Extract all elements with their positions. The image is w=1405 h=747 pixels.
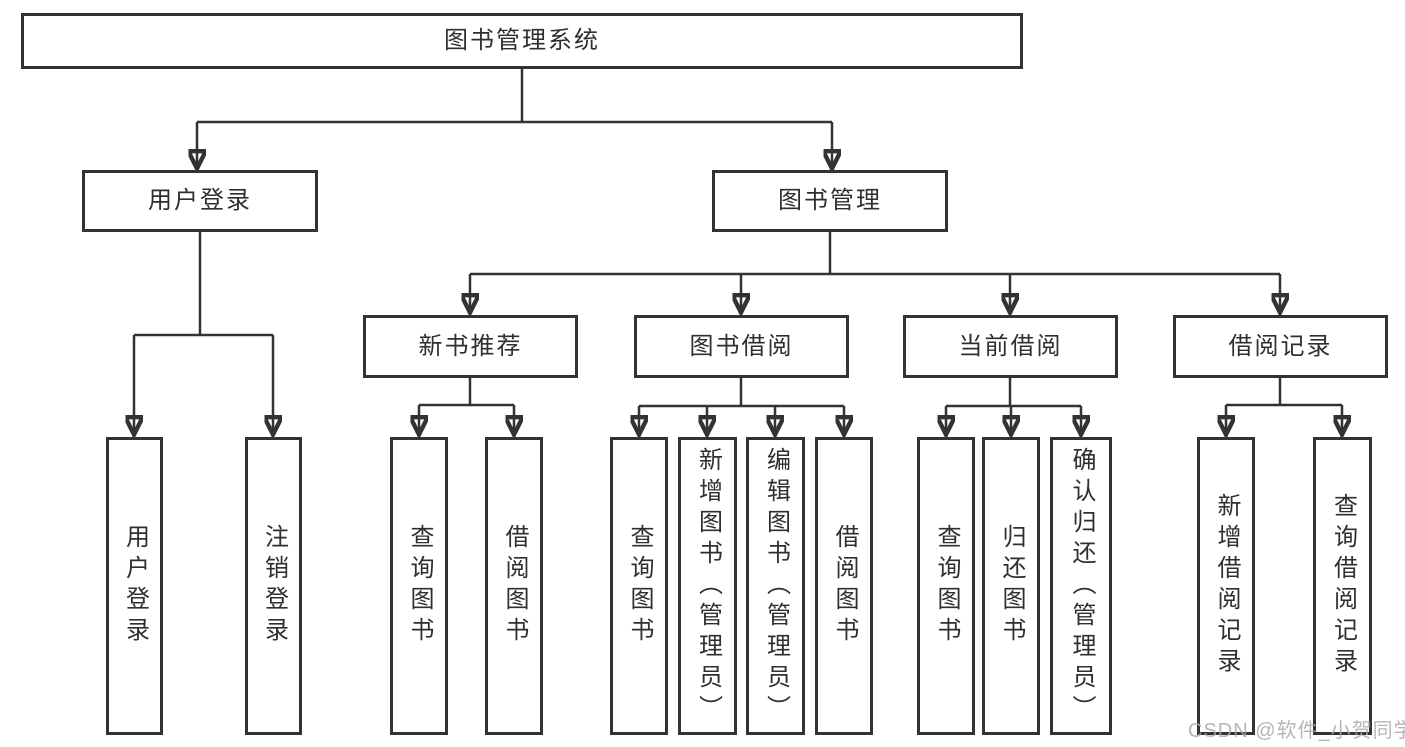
leaf-confirm-return-admin-label: 确认归还（管理员） — [1068, 446, 1095, 726]
node-root: 图书管理系统 — [21, 13, 1023, 69]
node-user-login-label: 用户登录 — [148, 187, 252, 215]
leaf-borrow-books: 借阅图书 — [815, 437, 873, 735]
connector-book-borrow-to-leaves — [639, 378, 844, 432]
leaf-borrow-books-label: 借阅图书 — [831, 524, 858, 648]
node-book-management-label: 图书管理 — [778, 187, 882, 215]
node-new-book-recommend-label: 新书推荐 — [418, 332, 523, 360]
connector-new-book-to-leaves — [419, 378, 514, 432]
leaf-logout: 注销登录 — [245, 437, 302, 735]
leaf-edit-books-admin-label: 编辑图书（管理员） — [762, 446, 790, 726]
leaf-query-books-current-label: 查询图书 — [933, 524, 960, 648]
connector-book-management-to-level3 — [470, 232, 1280, 310]
leaf-logout-label: 注销登录 — [260, 524, 288, 648]
leaf-return-books-label: 归还图书 — [998, 524, 1025, 648]
leaf-add-books-admin-label: 新增图书（管理员） — [694, 446, 722, 726]
node-book-borrow-label: 图书借阅 — [689, 332, 794, 360]
connector-root-to-level2 — [197, 69, 832, 166]
connector-user-login-to-leaves — [134, 232, 273, 432]
leaf-borrow-books-recommend: 借阅图书 — [485, 437, 543, 735]
leaf-borrow-books-recommend-label: 借阅图书 — [501, 524, 528, 648]
leaf-query-books-recommend-label: 查询图书 — [406, 524, 433, 648]
leaf-query-books-recommend: 查询图书 — [390, 437, 448, 735]
node-book-borrow: 图书借阅 — [634, 315, 849, 378]
leaf-confirm-return-admin: 确认归还（管理员） — [1050, 437, 1112, 735]
node-borrow-record-label: 借阅记录 — [1228, 332, 1333, 360]
node-new-book-recommend: 新书推荐 — [363, 315, 578, 378]
leaf-user-login: 用户登录 — [106, 437, 163, 735]
leaf-add-borrow-record: 新增借阅记录 — [1197, 437, 1255, 735]
leaf-query-borrow-record: 查询借阅记录 — [1313, 437, 1372, 735]
leaf-query-borrow-record-label: 查询借阅记录 — [1329, 493, 1357, 679]
leaf-return-books: 归还图书 — [982, 437, 1040, 735]
leaf-query-books-current: 查询图书 — [917, 437, 975, 735]
leaf-add-books-admin: 新增图书（管理员） — [678, 437, 737, 735]
node-user-login: 用户登录 — [82, 170, 318, 232]
leaf-query-books-borrow: 查询图书 — [610, 437, 668, 735]
leaf-query-books-borrow-label: 查询图书 — [626, 524, 653, 648]
connector-current-borrow-to-leaves — [946, 378, 1081, 432]
leaf-edit-books-admin: 编辑图书（管理员） — [746, 437, 805, 735]
node-book-management: 图书管理 — [712, 170, 948, 232]
connector-borrow-record-to-leaves — [1226, 378, 1342, 432]
leaf-add-borrow-record-label: 新增借阅记录 — [1213, 493, 1240, 679]
node-current-borrow-label: 当前借阅 — [958, 332, 1063, 360]
leaf-user-login-label: 用户登录 — [121, 524, 149, 648]
node-borrow-record: 借阅记录 — [1173, 315, 1388, 378]
node-current-borrow: 当前借阅 — [903, 315, 1118, 378]
node-root-label: 图书管理系统 — [444, 27, 600, 55]
